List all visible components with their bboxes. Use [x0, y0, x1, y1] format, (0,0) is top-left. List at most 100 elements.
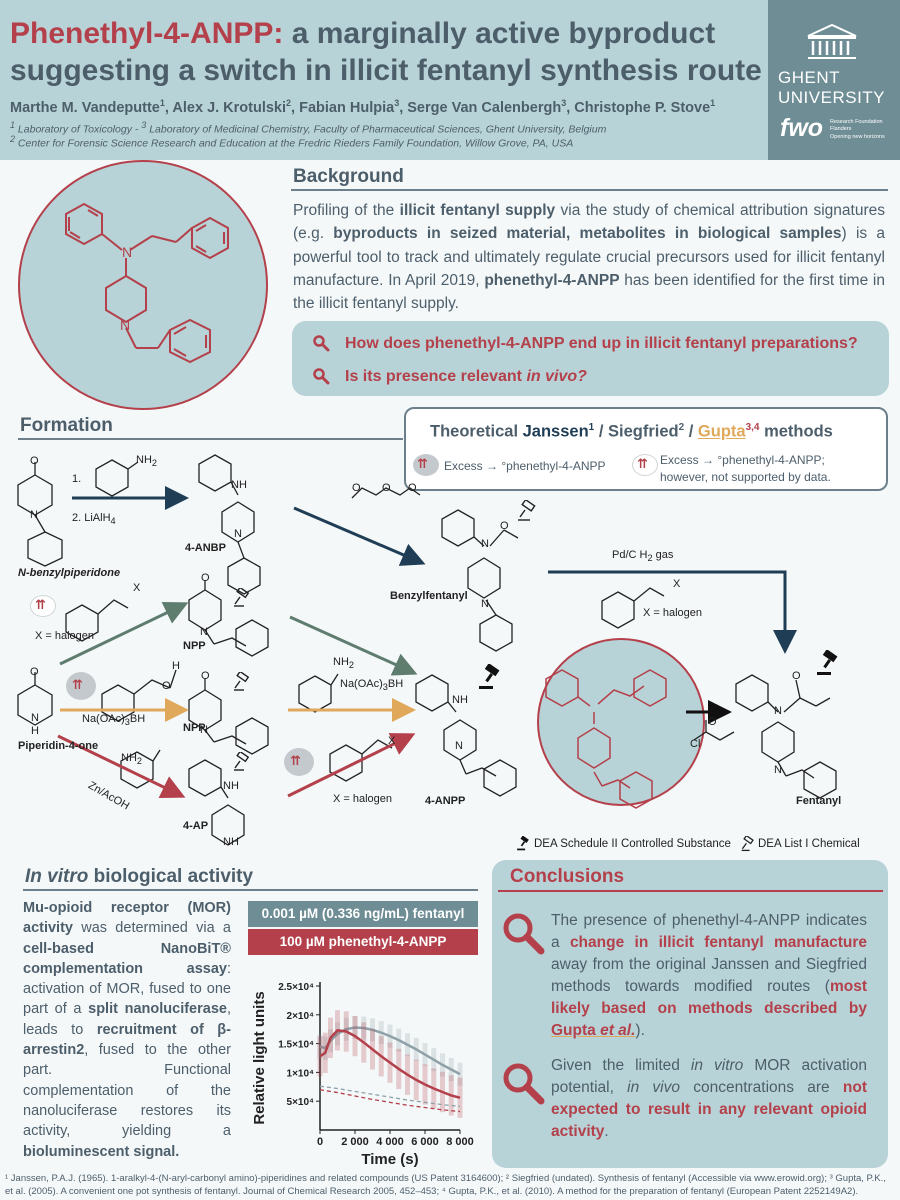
atom-label-n: N	[774, 764, 782, 776]
step2-text: 2. LiAlH	[72, 512, 111, 524]
dea-list-i-icon	[741, 836, 754, 852]
author-name: Fabian Hulpia	[299, 99, 395, 116]
na-text: BH	[387, 678, 404, 690]
x-tick-label: 0	[317, 1136, 323, 1148]
atom-label-o: O	[408, 482, 417, 494]
atom-label-x: X	[673, 578, 681, 590]
formation-rule	[18, 438, 403, 440]
atom-label-o: O	[708, 716, 717, 728]
theory-text: Theoretical	[430, 422, 523, 441]
series-line	[319, 1026, 461, 1076]
double-up-arrow-icon: ⇈	[637, 456, 648, 471]
compound-label-fentanyl: Fentanyl	[796, 795, 842, 807]
affiliation-line-1: 1 Laboratory of Toxicology - 3 Laborator…	[10, 120, 606, 136]
aff-sup: 2	[10, 134, 16, 144]
atom-label-n: N	[455, 740, 463, 752]
atom-label-n: N	[30, 509, 38, 521]
excess-bubble-grey	[66, 672, 96, 700]
poster-title: Phenethyl-4-ANPP: a marginally active by…	[10, 16, 770, 89]
excess-bubble-white	[632, 454, 658, 476]
compound-label-4-ap: 4-AP	[183, 820, 209, 832]
compound-label-benzylfentanyl: Benzylfentanyl	[390, 590, 468, 602]
phenethyl-4-anpp-structure-icon: N N	[65, 202, 229, 364]
atom-label-o: O	[352, 482, 361, 494]
y-tick-label: 1×10⁴	[287, 1068, 315, 1079]
concl-italic: in vivo	[627, 1079, 680, 1096]
dea-schedule-ii-icon	[517, 836, 529, 851]
legend-list-i: DEA List I Chemical	[758, 838, 860, 850]
nh2-sub: 2	[151, 458, 157, 469]
atom-label-nh: NH	[231, 479, 247, 491]
background-paragraph: Profiling of the illicit fentanyl supply…	[293, 199, 885, 315]
atom-label-nh2: NH2	[121, 752, 142, 766]
author-sup: 1	[710, 98, 716, 108]
bg-bold: illicit fentanyl supply	[399, 202, 556, 219]
x-halogen-label: X = halogen	[35, 630, 95, 642]
question-2-text: Is its presence relevant	[345, 368, 527, 385]
concl-text: concentrations are	[680, 1079, 843, 1096]
theoretical-methods-title: Theoretical Janssen1 / Siegfried2 / Gupt…	[430, 422, 833, 442]
concl-text: MOR activation potential,	[551, 1057, 867, 1096]
atom-label-cl: Cl	[690, 738, 701, 750]
atom-label-o: O	[30, 666, 39, 678]
theory-gupta: Gupta	[697, 422, 746, 441]
ghent-university-logo-icon	[807, 23, 857, 59]
question-1: How does phenethyl-4-ANPP end up in illi…	[345, 335, 858, 352]
baseline-series-line	[319, 1085, 461, 1108]
concl-text: away from the original Janssen and Siegf…	[551, 956, 867, 995]
x-tick-label: 8 000	[446, 1136, 474, 1148]
atom-label-o: O	[162, 680, 171, 692]
pdc-sub: 2	[647, 553, 653, 564]
structure-atom-n: N	[122, 244, 132, 260]
pdc-text: gas	[652, 549, 674, 561]
x-halogen-label: X = halogen	[643, 607, 703, 619]
theory-sup: 2	[678, 422, 685, 433]
phenethyl-4-anpp-structure-circle	[18, 160, 268, 410]
x-axis-label: Time (s)	[361, 1151, 418, 1168]
theory-text: methods	[759, 422, 833, 441]
atom-label-x: X	[133, 582, 141, 594]
conclusions-rule	[498, 890, 883, 892]
atom-label-n: N	[481, 538, 489, 550]
atom-label-o: O	[201, 670, 210, 682]
x-tick-label: 4 000	[376, 1136, 404, 1148]
concl-italic: in vitro	[690, 1057, 744, 1074]
fwo-tagline: Research Foundation Flanders Opening new…	[830, 119, 892, 141]
question-2: Is its presence relevant in vivo?	[345, 368, 587, 386]
fwo-tagline-2: Flanders	[830, 126, 852, 133]
references: ¹ Janssen, P.A.J. (1965). 1-aralkyl-4-(N…	[5, 1173, 886, 1197]
magnifier-icon	[313, 335, 330, 352]
header-band	[0, 0, 900, 160]
bg-text: via the study of chemical attribution si…	[293, 202, 885, 243]
dea-list-i-icon	[518, 500, 536, 521]
reagent-pdc-h2: Pd/C H2 gas	[612, 549, 673, 563]
conclusions-panel	[492, 860, 888, 1168]
theory-text: / Siegfried	[594, 422, 679, 441]
atom-label-n: N	[234, 528, 242, 540]
dea-list-i-icon	[234, 672, 250, 691]
iv-bold: recruitment of β-arrestin2	[23, 1021, 231, 1059]
iv-bold: Mu-opioid receptor (MOR) activity	[23, 900, 231, 937]
invitro-heading-italic: In vitro	[25, 866, 89, 887]
magnifier-icon	[503, 1063, 545, 1105]
double-up-arrow-icon: ⇈	[35, 597, 46, 612]
reagent-naoac3bh: Na(OAc)3BH	[340, 678, 403, 692]
step2-sub: 4	[110, 516, 116, 527]
conclusion-1: The presence of phenethyl-4-ANPP indicat…	[551, 910, 867, 1042]
concl-bold-etal: et al.	[600, 1022, 636, 1039]
iv-bold: cell-based NanoBiT® complementation assa…	[23, 940, 231, 977]
y-tick-label: 2.5×10⁴	[278, 982, 314, 993]
invitro-rule	[23, 889, 478, 891]
baseline-series-line	[319, 1089, 461, 1113]
step-2-label: 2. LiAlH4	[72, 512, 116, 526]
aff-sup: 1	[10, 120, 16, 130]
dea-list-i-icon	[234, 588, 250, 607]
formation-heading: Formation	[20, 415, 113, 436]
atom-label-nh2: NH2	[136, 454, 157, 468]
y-axis-label: Relative light units	[251, 991, 268, 1124]
concl-text: Given the limited	[551, 1057, 691, 1074]
atom-label-nh: NH	[223, 836, 239, 848]
magnifier-icon	[313, 368, 330, 385]
invitro-heading: In vitro biological activity	[25, 866, 253, 888]
